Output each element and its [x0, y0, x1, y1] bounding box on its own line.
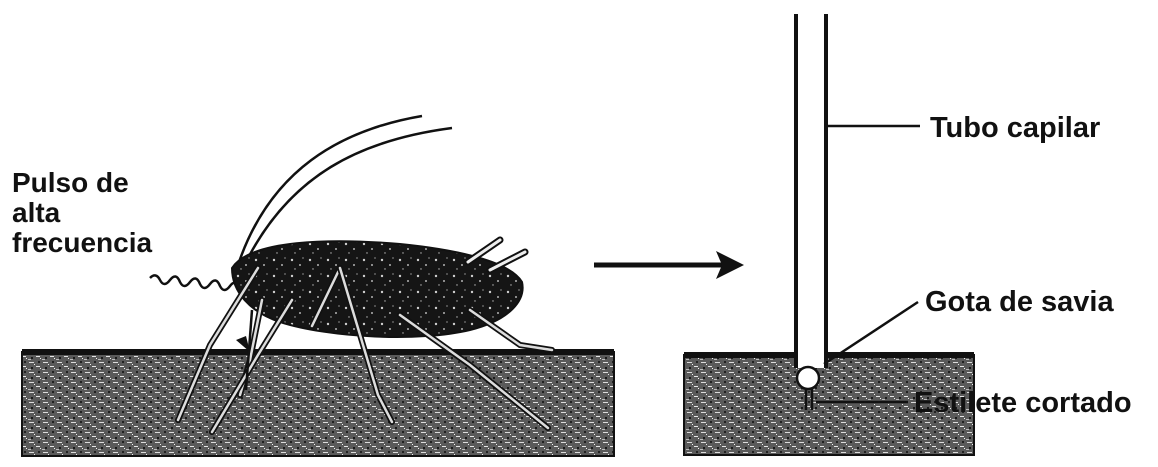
- left-leaf-tissue: [22, 352, 614, 456]
- sap-drop-label: Gota de savia: [925, 286, 1114, 319]
- pulse-label-line-3: frecuencia: [12, 228, 152, 258]
- cut-stylet-label: Estilete cortado: [914, 387, 1132, 420]
- pulse-label-line-2: alta: [12, 198, 152, 228]
- capillary-tube: [796, 14, 826, 368]
- wavy-pulse-icon: [150, 275, 242, 290]
- pulse-label: Pulso de alta frecuencia: [12, 168, 152, 258]
- tube-label: Tubo capilar: [930, 112, 1100, 145]
- sap-drop: [797, 367, 819, 389]
- right-arrow-icon: [594, 251, 744, 279]
- pulse-label-line-1: Pulso de: [12, 168, 152, 198]
